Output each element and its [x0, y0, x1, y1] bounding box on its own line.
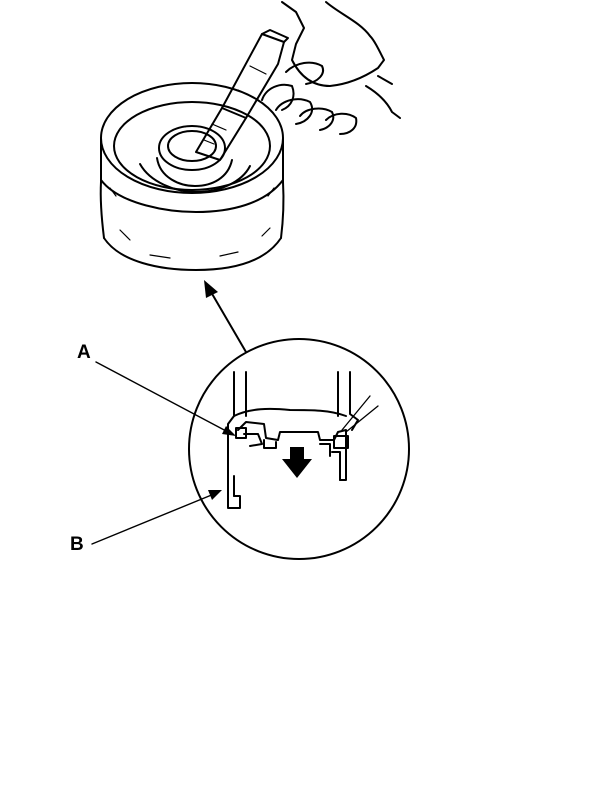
tool-shaft [195, 107, 247, 161]
hand-outline [281, 1, 385, 87]
detail-seal-left [235, 427, 263, 447]
seal-driver-tool [195, 29, 289, 161]
hand-thumb [285, 61, 324, 85]
sleeve-cuff [365, 75, 401, 119]
detail-pocket [263, 439, 331, 457]
tool-tip-lines [203, 123, 227, 145]
detail-cap-top [233, 407, 347, 417]
housing-inner-rim [113, 101, 271, 191]
hub-bore-base [156, 157, 233, 187]
callout-label-a: A [77, 342, 91, 363]
housing-bottom-edge [103, 237, 282, 271]
technician-hand [261, 1, 401, 135]
tool-handle-edge [261, 29, 289, 43]
hub-bore-top [158, 125, 226, 171]
tool-handle-detail [237, 65, 267, 99]
up-left-arrow-icon [204, 280, 247, 353]
housing-shading [109, 187, 275, 259]
tool-handle [221, 33, 285, 119]
detail-driver-profile [237, 421, 347, 481]
housing-side-left [99, 137, 105, 239]
hand-fingers [261, 83, 358, 135]
detail-circle [188, 338, 410, 560]
callout-label-b: B [70, 534, 84, 555]
down-arrow-icon [282, 447, 312, 478]
detail-tool-lines [341, 395, 379, 433]
detail-callout [188, 338, 410, 560]
callout-leader-b [91, 490, 222, 545]
detail-seal-right [333, 435, 349, 449]
hub-floor [139, 163, 251, 193]
housing-top-rim [100, 82, 284, 194]
hub-bore-inner [167, 130, 217, 162]
detail-bottom-step [233, 455, 341, 497]
housing-drum [99, 82, 285, 271]
housing-step-line [100, 179, 284, 213]
detail-housing-wall-right [349, 371, 359, 431]
housing-side-right [280, 137, 285, 239]
callout-leader-a [95, 361, 236, 436]
